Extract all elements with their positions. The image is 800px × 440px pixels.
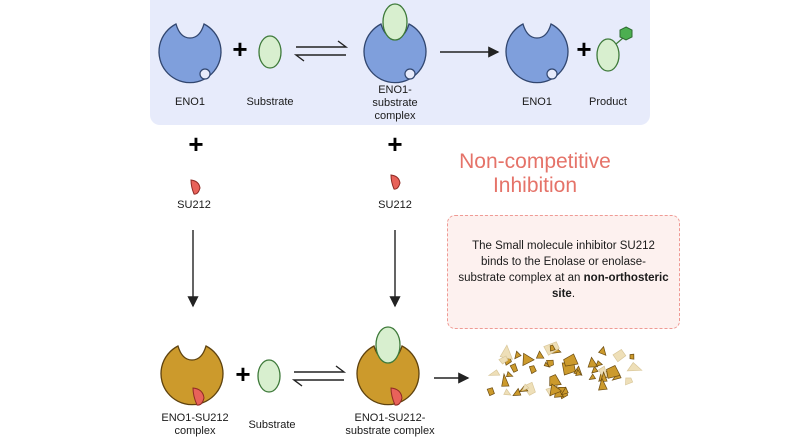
product-icon [596,26,633,72]
plus-icon: + [188,129,203,159]
fragment-piece [591,365,599,374]
fragment-piece [521,383,530,392]
plus-icon: + [235,359,250,389]
substrate-label: Substrate [246,96,294,108]
complex-label: ENO1- substrate complex [372,84,418,122]
fragment-piece [487,369,501,376]
note-text-end: . [571,288,576,300]
fragment-piece [598,345,607,356]
inhibitor-label-left: SU212 [177,199,211,211]
fragment-piece [575,368,582,377]
fragment-piece [546,359,554,368]
bottom-substrate-label: Substrate [248,419,296,431]
fragment-piece [549,344,556,352]
fragment-piece [535,350,545,359]
fragment-piece [587,356,599,368]
fragment-piece [514,350,522,360]
inhibitor-label-middle: SU212 [378,199,412,211]
fragment-piece [606,365,621,379]
fragment-piece [588,373,597,380]
inhibition-title: Non-competitive Inhibition [459,150,611,197]
inhibitor-drop-icon [390,174,401,190]
plus-icon: + [232,34,247,64]
enzyme-blue-icon [505,23,569,84]
enzyme-inhibitor-substrate-complex-icon [356,326,420,406]
fragment-piece [595,360,604,367]
plus-icon: + [576,34,591,64]
enzyme-inhibitor-complex-label: ENO1-SU212 complex [161,412,229,437]
fragment-piece [626,361,643,372]
fragment-piece [625,377,634,386]
fragment-piece [486,387,495,397]
substrate-icon [258,35,282,69]
equilibrium-arrows-icon [291,365,347,387]
fragment-piece [598,377,608,391]
substrate-icon [257,359,281,393]
fragment-piece [563,353,579,367]
fragment-piece [503,388,512,396]
plus-icon: + [387,129,402,159]
enzyme-blue-icon [158,23,222,84]
note-text: The Small molecule inhibitor SU212 binds… [458,240,655,284]
fragment-piece [549,383,563,397]
note-bold-text: non-orthosteric site [551,272,669,300]
fragment-piece [506,370,514,377]
fragment-piece [549,374,562,387]
fragment-piece [528,365,537,375]
fragment-piece [509,363,519,373]
fragment-piece [522,352,535,367]
eno1-label-right: ENO1 [522,96,552,108]
fragment-piece [501,372,510,387]
product-label: Product [589,96,627,108]
eno1-label-left: ENO1 [175,96,205,108]
fragments-icon [486,341,643,400]
enzyme-inhibitor-complex-icon [160,345,224,406]
note-box: The Small molecule inhibitor SU212 binds… [447,215,680,329]
enzyme-inhibitor-substrate-complex-label: ENO1-SU212- substrate complex [345,412,435,437]
equilibrium-arrows-icon [293,40,349,62]
inhibitor-drop-icon [190,179,201,195]
fragment-piece [612,349,627,363]
fragment-piece [629,353,635,360]
fragment-piece [498,355,509,365]
fragment-piece [512,387,522,396]
fragment-piece [560,386,569,396]
enzyme-substrate-complex-icon [363,3,427,84]
